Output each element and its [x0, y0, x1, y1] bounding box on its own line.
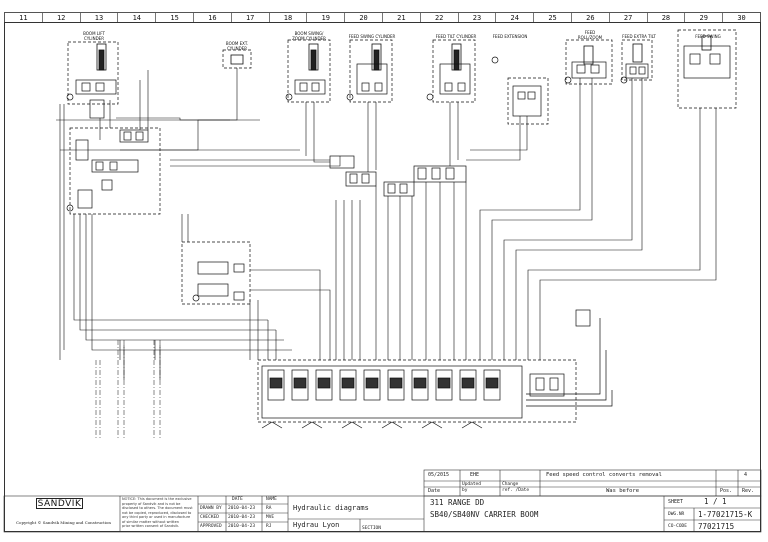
ruler-cell: 30 [737, 14, 746, 22]
pos-label: Pos. [720, 488, 733, 494]
row-drawn-date: 2010-04-23 [228, 506, 256, 511]
revision-by: EHE [470, 472, 480, 478]
dwg-label: DWG.NR [668, 512, 685, 517]
sheet-label: SHEET [668, 499, 684, 505]
dwg-number: 1-77021715-K [698, 510, 753, 519]
row-approved-label: APPROVED [200, 524, 222, 529]
revision-description: Feed speed control converts removal [546, 472, 662, 478]
revision-number: 4 [744, 472, 748, 478]
label-feed-swing-2: FEED SWING [695, 34, 721, 39]
label-boom-swing: BOOM SWING/ ZOOM CYLINDER [292, 31, 326, 41]
copyright: Copyright © Sandvik Mining and Construct… [16, 520, 111, 525]
row-approved-name: RJ [266, 524, 272, 529]
ruler-cell: 28 [648, 13, 686, 22]
ruler-cell: 15 [156, 13, 194, 22]
label-boom-ext: BOOM EXT. CYLINDER [225, 41, 249, 51]
code-label: CO-CODE [668, 524, 687, 529]
head-date: DATE [232, 497, 243, 502]
label-feed-roll: FEED ROLL/ZOOM [577, 30, 603, 40]
ruler-cell: 17 [232, 13, 270, 22]
ruler-cell: 11 [5, 13, 43, 22]
rail-lines [95, 340, 161, 440]
ruler-cell: 20 [345, 13, 383, 22]
drawing-title-1: 311 RANGE DD [430, 498, 485, 507]
ruler-cell: 12 [43, 13, 81, 22]
cylinder-enclosures [67, 29, 737, 305]
control-valve-bank [257, 309, 613, 429]
ownership-notice: NOTICE: This document is the exclusive p… [122, 497, 193, 528]
code-number: 77021715 [698, 522, 735, 531]
sandvik-logo: SANDVIK [36, 498, 83, 509]
ruler-cell: 29 [685, 13, 724, 22]
ruler-cell: 23 [459, 13, 497, 22]
ruler-cell: 16 [194, 13, 232, 22]
label-feed-extension: FEED EXTENSION [492, 34, 528, 39]
central-valves [66, 56, 628, 302]
row-approved-date: 2010-04-23 [228, 524, 256, 529]
row-checked-label: CHECKED [200, 515, 219, 520]
drawing-frame [4, 22, 761, 532]
ruler-cell: 13 [81, 13, 119, 22]
row-checked-name: MVE [266, 515, 275, 520]
document-type: Hydraulic diagrams [293, 504, 369, 512]
ruler-cell: 22 [421, 13, 459, 22]
col-date: Date [428, 488, 441, 494]
ruler-cell: 24 [496, 13, 535, 22]
row-drawn-label: DRAWN BY [200, 506, 222, 511]
was-before: Was before [606, 488, 640, 494]
valve-blocks [75, 45, 731, 119]
rev-label: Rev. [742, 488, 755, 494]
col-updated-by: Updated by [462, 482, 481, 493]
row-checked-date: 2010-04-23 [228, 515, 256, 520]
ruler-cell: 27 [610, 13, 648, 22]
ruler-cell: 21 [383, 13, 421, 22]
revision-date: 05/2015 [428, 472, 450, 478]
cylinders [96, 35, 712, 71]
ruler-cell: 26 [572, 13, 610, 22]
label-feed-swing: FEED SWING CYLINDER [348, 34, 396, 39]
ruler-cell: 14 [118, 13, 157, 22]
label-feed-extra-tilt: FEED EXTRA TILT [622, 34, 656, 39]
ruler-cell: 19 [307, 13, 346, 22]
drawing-title-2: SB40/SB40NV CARRIER BOOM [430, 510, 539, 519]
ruler-cell: 18 [270, 13, 308, 22]
head-name: NAME [266, 497, 277, 502]
row-drawn-name: RA [266, 506, 272, 511]
hydraulic-lines [56, 68, 717, 380]
label-feed-tilt: FEED TILT CYLINDER [435, 34, 477, 39]
col-change-ref: Change ref. /Date [502, 482, 530, 493]
ruler-cell: 25 [534, 13, 572, 22]
label-boom-lift: BOOM LIFT CYLINDER [83, 31, 105, 41]
site-name: Hydrau Lyon [293, 521, 340, 529]
section-label: SECTION [362, 526, 381, 531]
sheet-value: 1 / 1 [704, 497, 727, 506]
